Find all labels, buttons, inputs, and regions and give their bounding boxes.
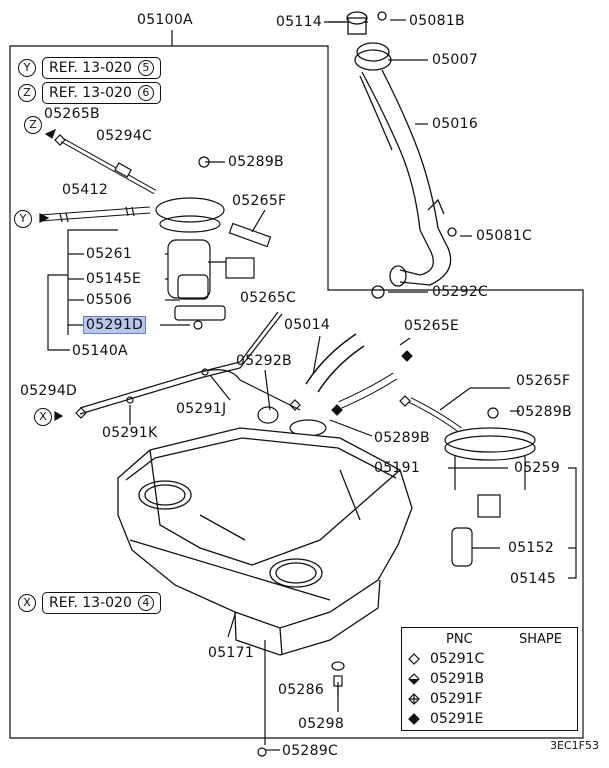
diamond-filled-icon: [408, 713, 420, 725]
ref-z-number: 6: [137, 85, 154, 101]
diamond-half-icon: [408, 673, 420, 685]
ref-x-text: REF. 13-020: [49, 595, 132, 611]
pump-module: [155, 156, 272, 330]
label-05261: 05261: [86, 246, 133, 262]
legend-pnc: 05291F: [430, 691, 483, 707]
diamond-outline-icon: [408, 653, 420, 665]
label-05265e: 05265E: [404, 318, 460, 334]
filler-neck: [346, 11, 457, 299]
ref-x-marker: X: [18, 594, 36, 612]
marker-x: X: [34, 408, 52, 426]
label-05081c: 05081C: [476, 228, 533, 244]
ref-x-box[interactable]: REF. 13-020 4: [42, 592, 161, 614]
legend-row: 05291B: [402, 670, 511, 688]
pipe-05294c: [60, 137, 157, 195]
marker-y: Y: [14, 210, 32, 228]
label-05100a: 05100A: [137, 12, 193, 28]
pump-module-right: [408, 397, 536, 567]
label-05289b-mid: 05289B: [374, 430, 430, 446]
bolts: [257, 661, 345, 757]
label-05081b: 05081B: [409, 13, 465, 29]
diamond-cross-icon: [408, 693, 420, 705]
label-05016: 05016: [432, 116, 479, 132]
legend-pnc: 05291B: [430, 671, 485, 687]
hoses-center: [257, 333, 398, 471]
legend-row: 05291C: [402, 650, 511, 668]
legend-pnc: 05291C: [430, 651, 485, 667]
label-05412: 05412: [62, 182, 109, 198]
drawing-code: 3EC1F53: [550, 739, 599, 752]
diamond-markers: [54, 134, 413, 419]
label-05291j: 05291J: [176, 401, 227, 417]
label-05152: 05152: [508, 540, 555, 556]
label-05114: 05114: [276, 14, 323, 30]
legend-shape-header: SHAPE: [519, 632, 562, 647]
ref-y-marker: Y: [18, 59, 36, 77]
ref-x-number: 4: [137, 595, 154, 611]
label-05506: 05506: [86, 292, 133, 308]
label-05265c: 05265C: [240, 290, 297, 306]
label-05265f-right: 05265F: [516, 373, 571, 389]
ref-z-text: REF. 13-020: [49, 85, 132, 101]
label-05291d[interactable]: 05291D: [82, 316, 147, 334]
main-frame: [9, 45, 584, 739]
label-05265f-top: 05265F: [232, 193, 287, 209]
hose-05412: [39, 206, 151, 223]
label-05145e: 05145E: [86, 271, 142, 287]
legend-row: 05291E: [402, 710, 511, 728]
label-05294c: 05294C: [96, 128, 153, 144]
label-05171: 05171: [208, 645, 255, 661]
label-05014: 05014: [284, 317, 331, 333]
label-05145: 05145: [510, 571, 557, 587]
label-05294d: 05294D: [20, 383, 78, 399]
ref-z-marker: Z: [18, 84, 36, 102]
ref-y-number: 5: [137, 60, 154, 76]
ref-y-box[interactable]: REF. 13-020 5: [42, 57, 161, 79]
label-05007: 05007: [432, 52, 479, 68]
marker-z: Z: [24, 116, 42, 134]
legend-pnc-header: PNC: [446, 632, 473, 647]
label-05298: 05298: [298, 716, 345, 732]
legend-pnc: 05291E: [430, 711, 484, 727]
label-05191: 05191: [374, 460, 421, 476]
label-05292b: 05292B: [236, 353, 292, 369]
label-05291k: 05291K: [102, 425, 158, 441]
fuel-tank: [117, 427, 413, 656]
label-05289c: 05289C: [282, 743, 339, 759]
label-05289b-right: 05289B: [516, 404, 572, 420]
ref-z-box[interactable]: REF. 13-020 6: [42, 82, 161, 104]
label-05286: 05286: [278, 682, 325, 698]
ref-y-text: REF. 13-020: [49, 60, 132, 76]
label-05140a: 05140A: [72, 343, 128, 359]
fuel-lines: [79, 311, 301, 415]
label-05259: 05259: [514, 460, 561, 476]
label-05265b: 05265B: [44, 106, 100, 122]
arrows: [39, 128, 64, 422]
label-05292c: 05292C: [432, 284, 489, 300]
legend-table: PNC SHAPE 05291C 05291B 05291F 05291E: [401, 627, 578, 731]
label-05289b-top: 05289B: [228, 154, 284, 170]
legend-row: 05291F: [402, 690, 511, 708]
